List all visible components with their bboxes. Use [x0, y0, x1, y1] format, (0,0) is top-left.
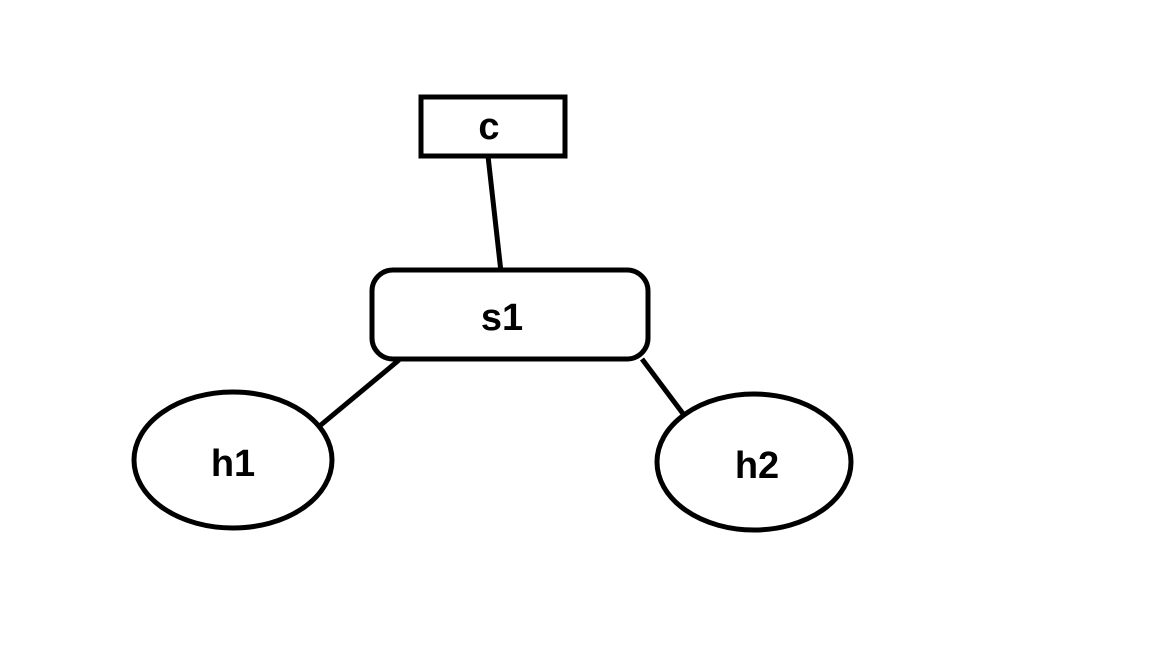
node-h1[interactable]: h1 [131, 389, 335, 531]
node-h2-label: h2 [735, 445, 779, 487]
host-ellipse[interactable] [131, 389, 335, 531]
node-s1[interactable]: s1 [369, 267, 651, 362]
node-c-label: c [478, 106, 499, 148]
link-s1-h1 [314, 358, 401, 431]
link-layer [314, 155, 686, 431]
host-ellipse[interactable] [654, 391, 854, 533]
node-s1-label: s1 [481, 297, 523, 339]
node-h2[interactable]: h2 [654, 391, 854, 533]
link-c-s1 [485, 155, 504, 273]
switch-rounded-rectangle[interactable] [369, 267, 651, 362]
node-h1-label: h1 [211, 443, 255, 485]
controller-rectangle[interactable] [418, 94, 568, 159]
node-c[interactable]: c [418, 94, 568, 159]
link-s1-h2 [640, 357, 686, 417]
